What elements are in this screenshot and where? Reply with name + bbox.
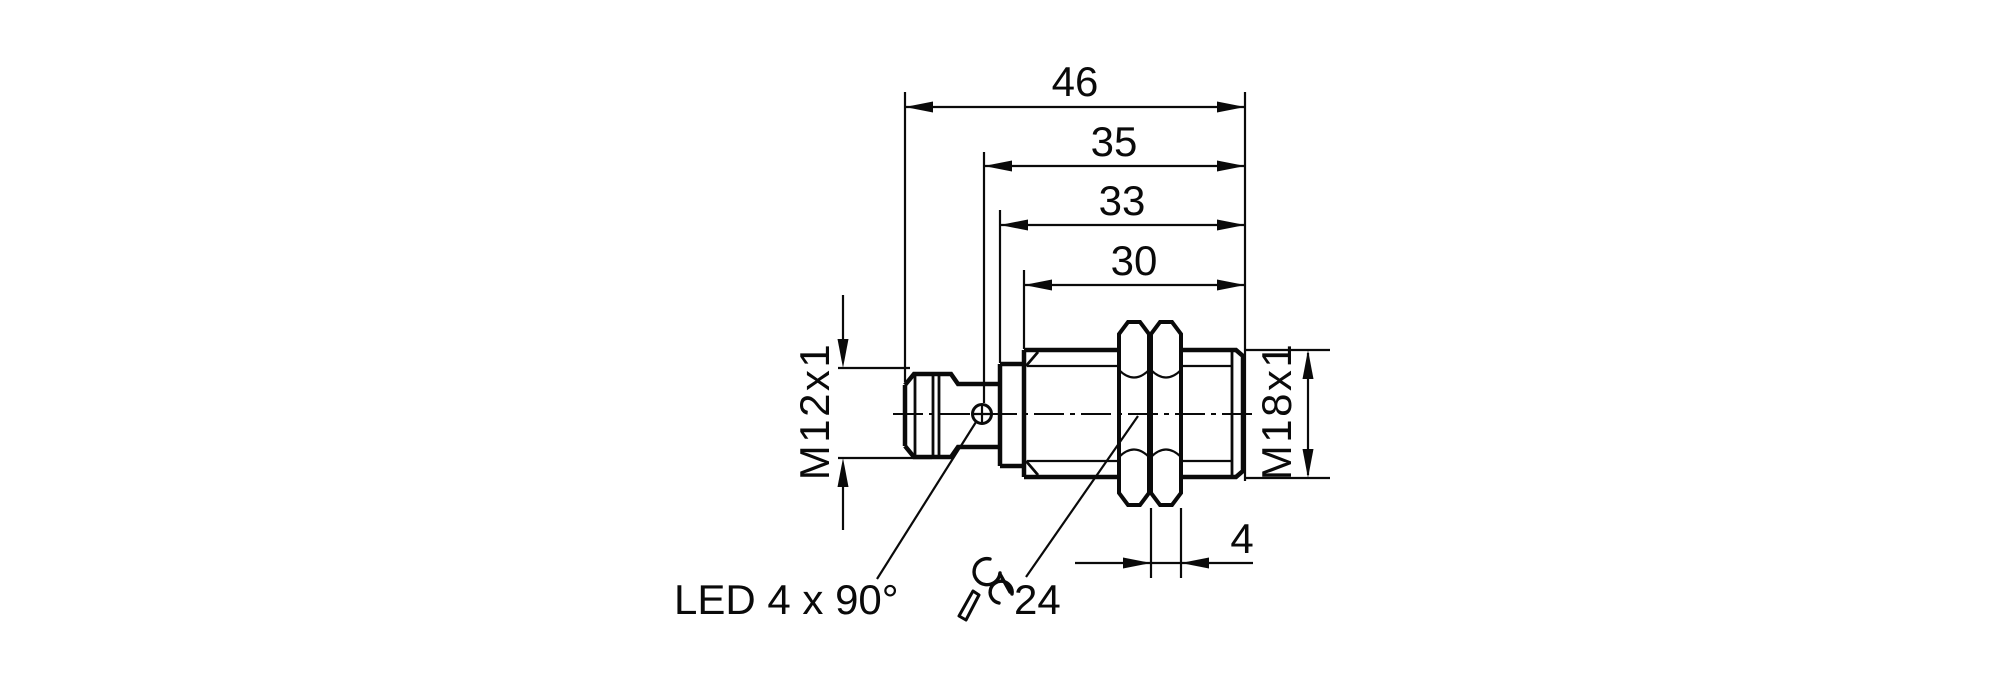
dim-35-label: 35 [1091, 118, 1138, 165]
led-leader-line [876, 421, 977, 580]
led-indicator [971, 403, 993, 425]
led-note-label: LED 4 x 90° [674, 576, 899, 623]
nut-width-label: 4 [1230, 515, 1253, 562]
dimension-35: 35 [982, 118, 1245, 403]
dim-33-label: 33 [1099, 177, 1146, 224]
dimension-m18-thread: M18x1 [1245, 342, 1330, 481]
dim-46-label: 46 [1052, 58, 1099, 105]
connector-thread-label: M12x1 [791, 342, 838, 481]
dimension-46: 46 [903, 58, 1247, 481]
wrench-size-label: 24 [1014, 576, 1061, 623]
dimension-nut-width: 4 [1075, 508, 1254, 578]
connector-m12-outline [902, 371, 1000, 460]
dimension-33: 33 [998, 177, 1245, 363]
dimension-m12-thread: M12x1 [791, 295, 932, 530]
dim-30-label: 30 [1111, 237, 1158, 284]
wrench-icon [957, 556, 1014, 622]
dimension-30: 30 [1022, 237, 1245, 349]
wrench-leader-line [1025, 415, 1139, 578]
barrel-thread-label: M18x1 [1253, 342, 1300, 481]
wrench-callout: 24 [957, 415, 1139, 623]
led-callout: LED 4 x 90° [674, 421, 977, 623]
